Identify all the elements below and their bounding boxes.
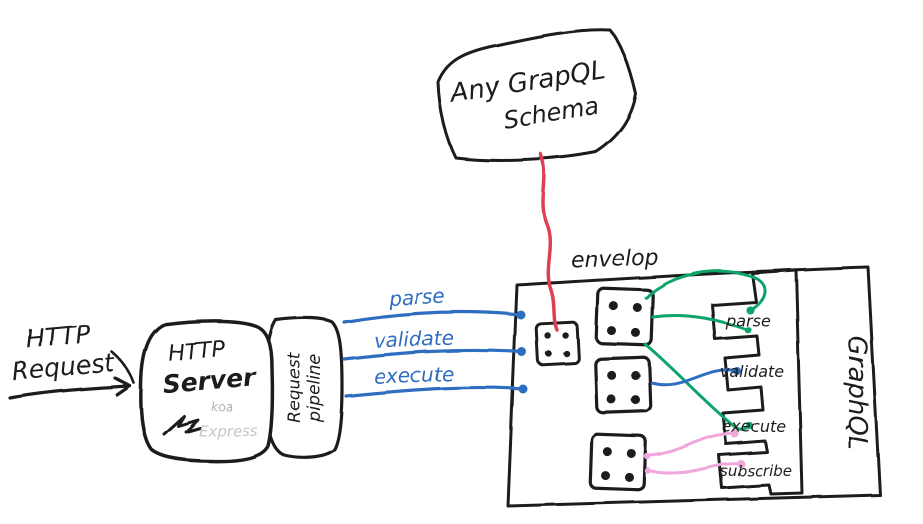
execute-call-label: execute	[373, 362, 454, 389]
plugin-die-3-pips	[601, 447, 636, 482]
request-arrow	[8, 384, 132, 400]
pip	[630, 327, 640, 337]
plugin-die-2	[593, 355, 653, 415]
http-server-line-1: HTTP	[167, 337, 226, 367]
pip	[562, 332, 569, 339]
pipeline-call-endpoints	[516, 310, 528, 394]
pip	[607, 370, 617, 380]
pip	[601, 471, 611, 481]
parse-hook-dot-2	[744, 326, 752, 334]
graphql-hook-validate-label: validate	[720, 362, 784, 381]
http-request-line-1: HTTP	[25, 319, 93, 354]
scribble-logo-mark	[162, 414, 202, 436]
graphql-label: GraphQL	[842, 336, 872, 451]
pip	[631, 371, 641, 381]
validate-hook-dot	[733, 367, 741, 375]
http-server-title: HTTP Server	[161, 337, 258, 399]
pip	[626, 448, 636, 458]
execute-hook-dot-pink	[731, 430, 739, 438]
drawing-root: Any GrapQL Schema HTTP Request HTTP Serv…	[8, 28, 882, 508]
request-pipeline-line-2: pipeline	[305, 354, 325, 422]
execute-hook-wire-pink	[645, 432, 737, 458]
parse-hook-wire-green-2	[651, 313, 750, 332]
graphql-hook-parse-label: parse	[725, 311, 771, 330]
plugin-die-1	[594, 286, 655, 347]
die3-wire-dot-1	[643, 452, 651, 460]
express-label: Express	[199, 422, 258, 440]
validate-hook-wire-blue	[650, 368, 739, 387]
request-arrow-lead	[110, 350, 136, 385]
parse-call-line	[342, 310, 523, 324]
schema-plug-die-pips	[544, 332, 570, 357]
graphql-hook-execute-label: execute	[722, 417, 786, 436]
validate-call-endpoint-dot	[517, 347, 527, 357]
subscribe-hook-wire-pink	[646, 462, 743, 475]
pip	[563, 350, 570, 357]
plugin-die-2-pips	[606, 370, 641, 405]
plugin-die-1-pips	[606, 301, 642, 337]
execute-call-line	[344, 385, 525, 398]
request-pipeline-label: Request pipeline	[285, 352, 325, 423]
validate-call-label: validate	[373, 326, 454, 353]
request-pipeline-line-1: Request	[285, 352, 305, 423]
koa-label: koa	[211, 400, 233, 414]
schema-note-box	[436, 28, 638, 162]
plugin-die-3	[588, 432, 648, 492]
pip	[608, 301, 618, 311]
pip	[631, 395, 641, 405]
pip	[632, 302, 642, 312]
execute-call-endpoint-dot	[518, 384, 528, 394]
hook-wire-endpoints	[643, 306, 754, 475]
pip	[606, 326, 616, 336]
schema-connector-line	[539, 152, 559, 332]
die3-wire-dot-2	[644, 467, 652, 475]
envelop-label: envelop	[571, 245, 659, 273]
hook-wires	[643, 269, 766, 475]
http-request-line-2: Request	[11, 348, 117, 386]
request-arrow-head	[113, 376, 132, 397]
pipeline-call-lines	[342, 310, 525, 398]
execute-hook-wire-green	[643, 342, 752, 432]
pip	[624, 472, 634, 482]
parse-hook-wire-green-1	[644, 269, 766, 312]
pip	[606, 394, 616, 404]
parse-hook-dot	[746, 306, 754, 314]
labels: Any GrapQL Schema HTTP Request HTTP Serv…	[11, 55, 872, 480]
graphql-hook-subscribe-label: subscribe	[720, 462, 792, 480]
execute-hook-dot-green	[746, 422, 754, 430]
pip	[545, 350, 552, 357]
http-request-label: HTTP Request	[11, 319, 117, 386]
validate-call-line	[342, 348, 524, 361]
parse-call-endpoint-dot	[516, 310, 526, 320]
subscribe-hook-dot	[737, 460, 745, 468]
pip	[602, 447, 612, 457]
dice-pips	[544, 301, 642, 482]
pip	[544, 332, 551, 339]
parse-call-label: parse	[387, 284, 445, 311]
